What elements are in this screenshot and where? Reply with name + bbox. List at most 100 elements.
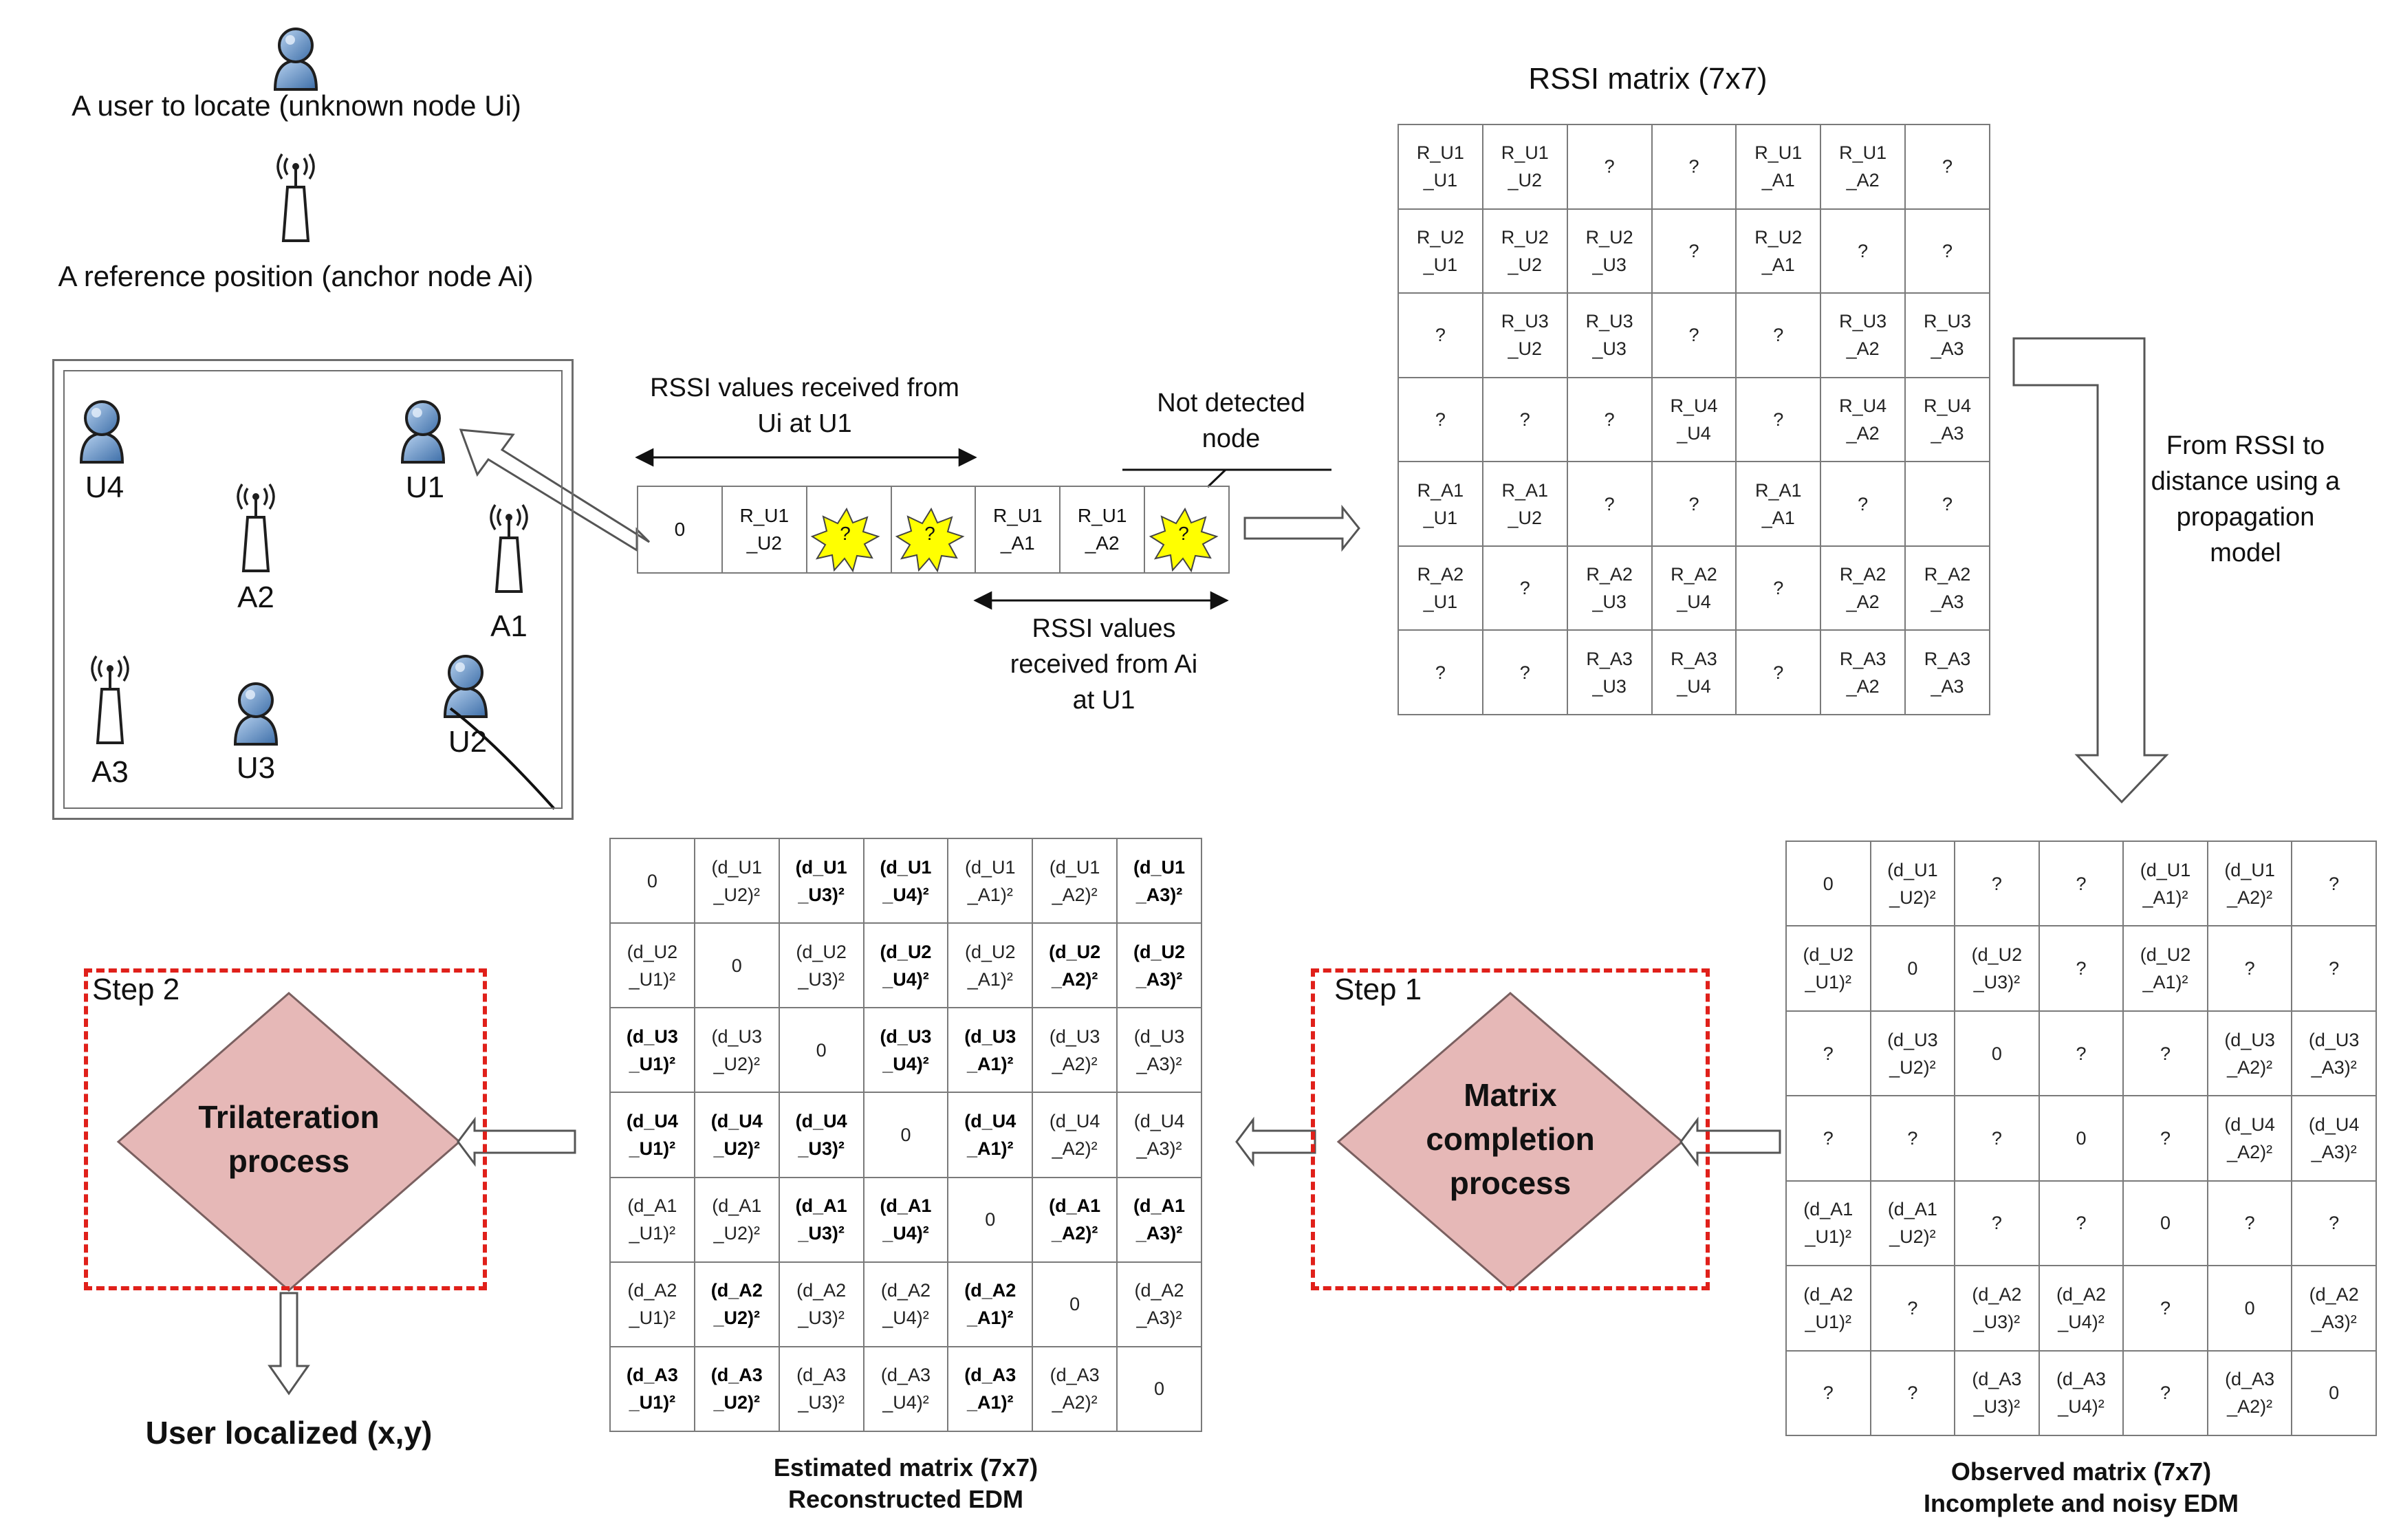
- matrix-cell: ?: [1735, 629, 1822, 715]
- anchor-a3-label: A3: [91, 755, 129, 789]
- matrix-row: (d_A1 _U1)²(d_A1 _U2)²??0??: [1785, 1180, 2377, 1267]
- matrix-cell: (d_A2 _U2)²: [693, 1261, 780, 1347]
- matrix-cell: (d_U1 _A1)²: [2122, 840, 2208, 927]
- matrix-cell: ?: [2122, 1095, 2208, 1182]
- strip-cell: R_U1 _U2: [721, 486, 807, 574]
- matrix-cell: ?: [1954, 1095, 2040, 1182]
- matrix-cell: (d_A3 _U4)²: [862, 1345, 949, 1433]
- matrix-cell: ?: [1869, 1265, 1956, 1352]
- matrix-cell: ?: [2038, 1010, 2124, 1097]
- matrix-row: (d_A2 _U1)²?(d_A2 _U3)²(d_A2 _U4)²?0(d_A…: [1785, 1265, 2377, 1352]
- strip-cell: 0: [637, 486, 723, 574]
- elbow-arrow-to-observed: [2012, 337, 2169, 804]
- matrix-cell: (d_U4 _A2)²: [2206, 1095, 2293, 1182]
- matrix-cell: (d_U3 _A3)²: [1116, 1007, 1202, 1094]
- trilateration-text: Trilateration process: [198, 1099, 380, 1179]
- matrix-cell: ?: [1566, 461, 1653, 547]
- matrix-cell: 0: [2038, 1095, 2124, 1182]
- matrix-cell: (d_U2 _U1)²: [1785, 925, 1871, 1012]
- matrix-cell: (d_A1 _U3)²: [778, 1176, 865, 1263]
- observed-matrix: 0(d_U1 _U2)²??(d_U1 _A1)²(d_U1 _A2)²?(d_…: [1785, 840, 2377, 1437]
- matrix-cell: ?: [1904, 208, 1990, 294]
- matrix-cell: R_U3 _U2: [1481, 292, 1568, 378]
- trilateration-diamond: [116, 992, 461, 1292]
- matrix-cell: ?: [1735, 545, 1822, 631]
- matrix-cell: 0: [1954, 1010, 2040, 1097]
- matrix-cell: (d_A1 _A3)²: [1116, 1176, 1202, 1263]
- matrix-cell: ?: [1651, 208, 1737, 294]
- u2-path-curve: [449, 707, 556, 810]
- matrix-cell: R_A2 _U1: [1398, 545, 1483, 631]
- matrix-cell: ?: [1869, 1095, 1956, 1182]
- matrix-cell: (d_U3 _U4)²: [862, 1007, 949, 1094]
- result-text: User localized (x,y): [145, 1415, 433, 1451]
- matrix-cell: ?: [1904, 124, 1990, 210]
- strip-users-label: RSSI values received from Ui at U1: [650, 373, 959, 438]
- matrix-cell: R_U3 _U3: [1566, 292, 1653, 378]
- matrix-cell: (d_U3 _A3)²: [2291, 1010, 2377, 1097]
- matrix-cell: (d_U1 _U2)²: [1869, 840, 1956, 927]
- matrix-cell: (d_A2 _U4)²: [862, 1261, 949, 1347]
- matrix-cell: (d_U1 _U4)²: [862, 837, 949, 924]
- matrix-cell: ?: [2291, 925, 2377, 1012]
- strip-cell: R_U1 _A2: [1059, 486, 1146, 574]
- matrix-cell: R_A3 _A2: [1820, 629, 1906, 715]
- hollow-arrow-to-rssi-matrix: [1243, 504, 1360, 552]
- matrix-cell: R_U3 _A3: [1904, 292, 1990, 378]
- matrix-cell: (d_U2 _U1)²: [609, 922, 695, 1009]
- matrix-cell: 0: [2206, 1265, 2293, 1352]
- matrix-cell: (d_A2 _A3)²: [2291, 1265, 2377, 1352]
- matrix-cell: (d_A1 _U2)²: [1869, 1180, 1956, 1267]
- room-inner-border: [63, 370, 563, 809]
- matrix-cell: R_U1 _U1: [1398, 124, 1483, 210]
- matrix-cell: (d_U4 _A1)²: [947, 1092, 1034, 1178]
- matrix-cell: (d_U4 _A3)²: [1116, 1092, 1202, 1178]
- matrix-cell: R_A2 _U3: [1566, 545, 1653, 631]
- matrix-cell: (d_A1 _U1)²: [609, 1176, 695, 1263]
- matrix-cell: R_A1 _U2: [1481, 461, 1568, 547]
- matrix-row: (d_A1 _U1)²(d_A1 _U2)²(d_A1 _U3)²(d_A1 _…: [609, 1176, 1202, 1263]
- matrix-completion-text: Matrix completion process: [1426, 1077, 1595, 1201]
- user-u1-label: U1: [405, 470, 445, 504]
- legend-antenna-icon: [276, 153, 315, 242]
- matrix-cell: ?: [1820, 461, 1906, 547]
- matrix-cell: ?: [1651, 461, 1737, 547]
- matrix-cell: ?: [1566, 124, 1653, 210]
- matrix-cell: 0: [2122, 1180, 2208, 1267]
- matrix-cell: ?: [1398, 376, 1483, 463]
- matrix-cell: R_U2 _A1: [1735, 208, 1822, 294]
- matrix-cell: (d_A2 _A3)²: [1116, 1261, 1202, 1347]
- user-u3-label: U3: [236, 751, 276, 785]
- matrix-cell: R_A2 _U4: [1651, 545, 1737, 631]
- matrix-cell: ?: [2206, 925, 2293, 1012]
- strip-not-detected-label: Not detected node: [1157, 389, 1305, 453]
- matrix-cell: (d_U4 _A3)²: [2291, 1095, 2377, 1182]
- conversion-label: From RSSI to distance using a propagatio…: [2151, 431, 2340, 567]
- matrix-cell: (d_U1 _U3)²: [778, 837, 865, 924]
- step2-dashed-box: [84, 968, 487, 1290]
- matrix-row: 0(d_U1 _U2)²??(d_U1 _A1)²(d_U1 _A2)²?: [1785, 840, 2377, 927]
- matrix-cell: R_U2 _U2: [1481, 208, 1568, 294]
- matrix-cell: ?: [1651, 292, 1737, 378]
- anchor-a2-label: A2: [237, 581, 274, 614]
- matrix-completion-diamond: [1336, 992, 1684, 1292]
- matrix-cell: R_A2 _A3: [1904, 545, 1990, 631]
- matrix-cell: ?: [1954, 1180, 2040, 1267]
- rssi-matrix-title: RSSI matrix (7x7): [1528, 62, 1768, 96]
- matrix-cell: (d_A3 _U3)²: [1954, 1349, 2040, 1437]
- strip-anchors-label: RSSI values received from Ai at U1: [1010, 614, 1198, 715]
- matrix-cell: (d_A2 _U3)²: [778, 1261, 865, 1347]
- matrix-row: (d_A2 _U1)²(d_A2 _U2)²(d_A2 _U3)²(d_A2 _…: [609, 1261, 1202, 1347]
- matrix-cell: ?: [2038, 1180, 2124, 1267]
- matrix-cell: (d_A1 _U1)²: [1785, 1180, 1871, 1267]
- matrix-cell: R_U3 _A2: [1820, 292, 1906, 378]
- matrix-cell: (d_U3 _U2)²: [693, 1007, 780, 1094]
- strip-cell: [805, 486, 892, 574]
- matrix-row: 0(d_U1 _U2)²(d_U1 _U3)²(d_U1 _U4)²(d_U1 …: [609, 837, 1202, 924]
